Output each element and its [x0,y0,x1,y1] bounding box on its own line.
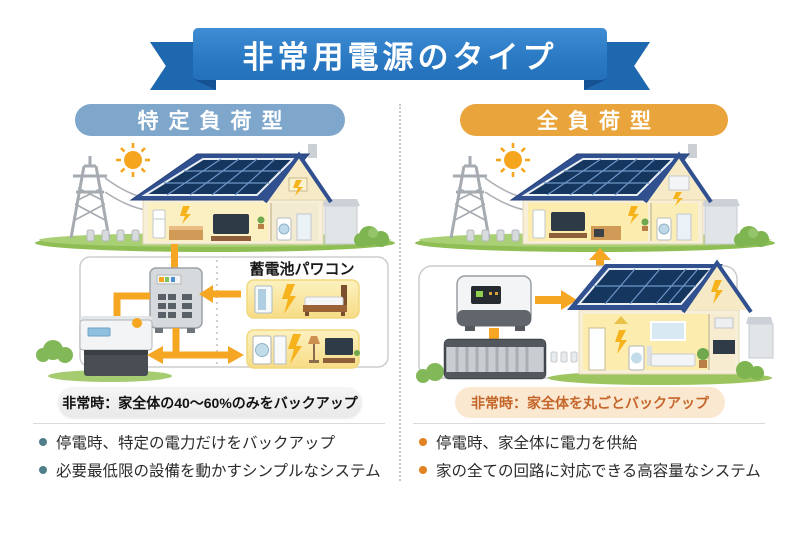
title-ribbon: 非常用電源のタイプ [193,28,607,80]
bed-icon [303,285,347,316]
battery-unit-icon [443,338,547,380]
specific-load-header: 特定負荷型 [75,104,345,136]
bush-icon [736,361,764,380]
arrow-right-icon [228,346,244,364]
plant-icon [641,218,649,226]
panel-full-load: 全負荷型 [405,100,775,485]
tv-icon [325,338,353,355]
specific-load-emergency-note: 非常時：家全体の40〜60%のみをバックアップ [58,387,362,418]
arrow-left-icon [147,346,163,364]
page-title: 非常用電源のタイプ [242,39,558,75]
specific-load-header-label: 特定負荷型 [137,110,293,133]
fence [466,229,520,242]
connector [489,328,499,340]
ac-unit-icon [714,317,734,329]
sun-badge-icon [132,318,142,328]
arrow-right-icon [561,290,577,310]
panel-specific-load: 特定負荷型 [25,100,395,485]
fence [550,351,578,363]
full-load-emergency-note: 非常時：家全体を丸ごとバックアップ [455,387,725,418]
lamp-icon [308,336,320,363]
full-load-system-diagram [416,248,774,385]
bush-icon [354,226,389,247]
power-conditioner-icon [456,275,532,331]
bush-icon [734,226,769,247]
power-line-drop [171,244,178,253]
lightning-icon [628,206,639,224]
tv-icon [213,214,249,234]
bullet-dot [419,438,427,446]
plant-icon [354,350,360,356]
plant-icon [697,348,709,360]
full-load-header: 全負荷型 [460,104,728,136]
fridge-icon [273,335,287,365]
lightning-icon [282,284,296,314]
chimney [688,144,697,158]
garage [322,199,360,245]
lightning-icon [711,280,723,304]
specific-load-bullet-list: 停電時、特定の電力だけをバックアップ 必要最低限の設備を動かすシンプルなシステム [39,428,381,484]
garage [702,199,740,245]
bed-icon [647,346,652,366]
oven-icon [594,229,604,237]
tv-icon [713,340,735,354]
tv-icon [551,212,585,231]
house-cutaway [509,144,713,245]
solar-panel-icon [521,158,676,196]
distribution-board-icon [149,267,203,333]
ceiling-lamp-icon [614,316,628,324]
fridge-icon [676,213,692,241]
diagram-label: 蓄電池パワコン [249,260,354,278]
sun-icon [116,143,150,177]
lightning-icon [293,180,303,196]
sun-icon [496,143,530,177]
lightning-icon [673,192,683,206]
bullet-dot [39,466,47,474]
separator-line [413,423,765,424]
list-item: 停電時、特定の電力だけをバックアップ [39,428,381,456]
bullet-dot [419,466,427,474]
lightning-icon [615,330,627,354]
door-icon [588,327,606,371]
power-pylon-icon [69,156,111,239]
full-load-bullet-list: 停電時、家全体に電力を供給 家の全ての回路に対応できる高容量なシステム [419,428,761,484]
house-cutaway [129,144,333,245]
lightning-icon [288,334,302,364]
battery-unit-icon [79,316,153,376]
arrow-up-icon [589,248,611,260]
power-pylon-icon [449,156,491,239]
full-load-header-label: 全負荷型 [537,110,661,133]
separator-line [33,423,385,424]
window [650,321,686,341]
connector-from-house [171,252,178,270]
door-icon [296,213,312,241]
chimney [308,144,317,158]
plant-icon [257,216,265,224]
list-item: 停電時、家全体に電力を供給 [419,428,761,456]
full-load-house-illustration [415,143,775,252]
panel-divider [399,104,401,481]
list-item: 必要最低限の設備を動かすシンプルなシステム [39,456,381,484]
bullet-dot [39,438,47,446]
ribbon-fold-right [584,79,607,90]
whole-house-cutaway [548,259,774,385]
lightning-icon [180,206,191,224]
ribbon-fold-left [193,79,216,90]
bush-icon [416,363,444,383]
arrow-left-icon [199,285,213,303]
fridge-icon [152,209,166,239]
appliance-group-2 [246,329,360,369]
attic-vent [668,175,690,191]
orange-connectors [113,290,241,359]
list-item: 家の全ての回路に対応できる高容量なシステム [419,456,761,484]
appliance-group-1 [246,279,360,319]
specific-load-house-illustration [35,143,395,253]
bush-icon [36,340,73,363]
solar-panel-icon [141,158,296,196]
specific-load-wiring-diagram: 蓄電池パワコン [36,252,389,382]
garage [746,317,774,359]
fridge-icon [532,209,546,239]
